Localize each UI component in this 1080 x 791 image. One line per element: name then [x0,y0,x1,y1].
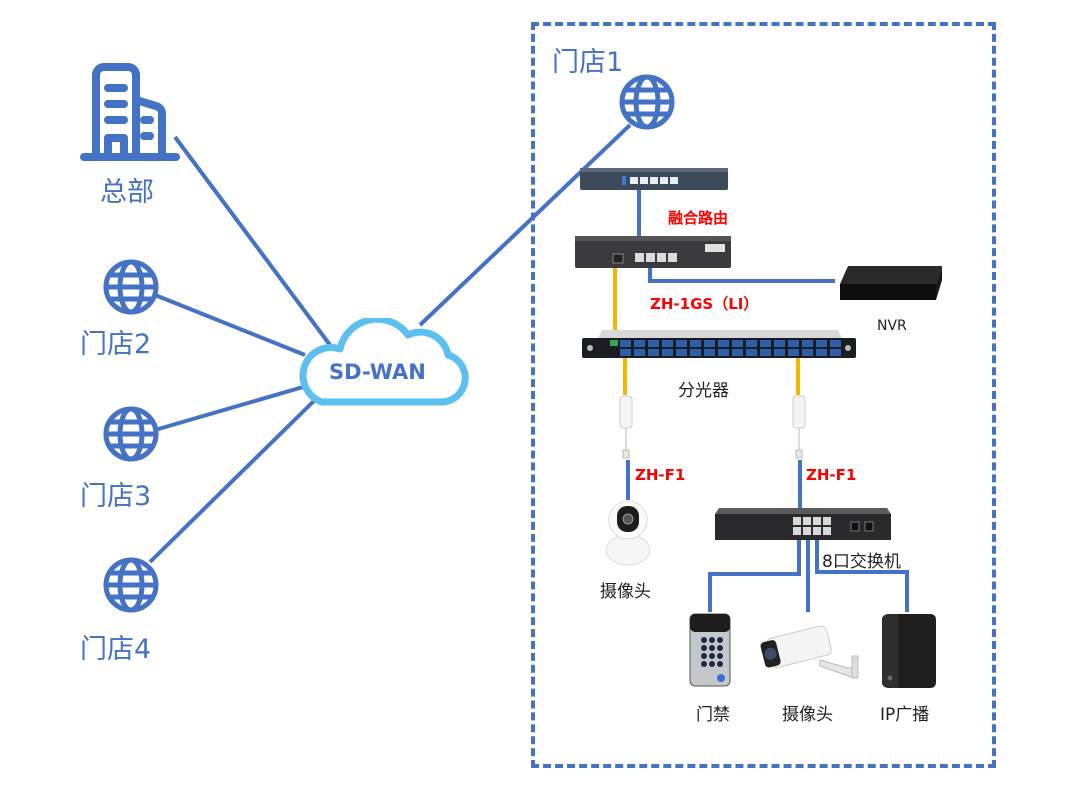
sdwan-cloud-icon [299,318,469,406]
link-switch-door [708,527,801,612]
bullet-camera-label: 摄像头 [782,705,833,725]
link-store4 [148,393,322,564]
ptz-camera-device [605,500,651,566]
globe-icon [103,557,159,613]
bullet-camera-device [760,625,859,679]
splitter-port [802,349,813,356]
globe-icon [619,74,675,130]
splitter-device [582,330,856,358]
nvr-label: NVR [877,318,907,334]
terminal-right-label: ZH-F1 [806,466,857,484]
door-access-device [689,613,731,687]
link-store1 [418,123,632,327]
link-store2 [154,293,306,357]
router-label: 融合路由 [668,209,729,227]
splitter-port [746,349,757,356]
branch-label: 门店4 [80,634,152,665]
splitter-port [676,349,687,356]
headquarters-label: 总部 [100,177,154,208]
nvr-device [840,266,942,300]
splitter-port [732,340,743,347]
branch-label: 门店3 [80,481,152,512]
splitter-port [816,349,827,356]
link-hq [173,135,332,347]
globe-icon [103,259,159,315]
building-icon [80,63,180,161]
link-switch-speaker [815,527,909,612]
splitter-port [704,340,715,347]
splitter-port [662,340,673,347]
splitter-port [648,340,659,347]
splitter-port [788,340,799,347]
terminal-left-label: ZH-F1 [635,466,686,484]
splitter-port [634,349,645,356]
splitter-port [732,349,743,356]
splitter-port [718,340,729,347]
splitter-port [760,340,771,347]
splitter-port [816,340,827,347]
splitter-port [676,340,687,347]
splitter-port [662,349,673,356]
fusion-router-device [580,168,728,190]
splitter-port [690,340,701,347]
fiber-terminal-right [792,395,806,459]
splitter-label: 分光器 [678,381,729,401]
splitter-port [774,349,785,356]
onu-device [575,236,731,268]
splitter-port [760,349,771,356]
store1-title: 门店1 [552,47,624,78]
switch-device [715,508,891,540]
splitter-port [746,340,757,347]
onu-label: ZH-1GS（LI） [650,295,759,313]
store1-boundary [531,22,996,768]
splitter-port [634,340,645,347]
ptz-camera-label: 摄像头 [600,582,651,602]
splitter-port [620,340,631,347]
splitter-port [620,349,631,356]
globe-icon [103,406,159,462]
splitter-port [802,340,813,347]
splitter-port [774,340,785,347]
headquarters-node [78,60,183,169]
sdwan-label: SD-WAN [329,360,426,384]
splitter-port [704,349,715,356]
splitter-port [830,340,841,347]
fiber-terminal-left [619,395,633,459]
ip-speaker-device [882,614,936,688]
branch-label: 门店2 [80,329,152,360]
switch-label: 8口交换机 [822,552,901,572]
splitter-port [830,349,841,356]
door-access-label: 门禁 [696,705,730,725]
link-onu-nvr [648,262,835,283]
splitter-port [788,349,799,356]
splitter-port [648,349,659,356]
link-store3 [154,383,311,432]
splitter-port [718,349,729,356]
ip-speaker-label: IP广播 [880,705,930,725]
splitter-port [690,349,701,356]
